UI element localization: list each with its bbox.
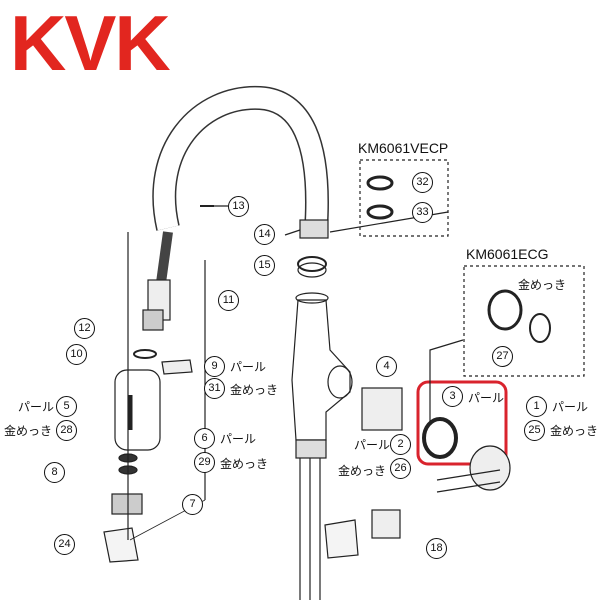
callout-5: 5 (56, 396, 77, 417)
callout-18: 18 (426, 538, 447, 559)
callout-33: 33 (412, 202, 433, 223)
label-pearl-6: パール (220, 432, 257, 446)
label-gold-31: 金めっき (230, 383, 279, 397)
faucet-body (291, 299, 351, 441)
callout-3: 3 (442, 386, 463, 407)
kit-title-ecg: KM6061ECG (466, 246, 549, 262)
label-gold-26: 金めっき (338, 464, 387, 478)
kit-box-ecg (463, 265, 585, 377)
callout-26: 26 (390, 458, 411, 479)
cartridge (361, 387, 403, 431)
callout-12: 12 (74, 318, 95, 339)
callout-25: 25 (524, 420, 545, 441)
label-gold-plating-ecg: 金めっき (518, 278, 567, 292)
label-gold-28: 金めっき (4, 424, 53, 438)
callout-2: 2 (390, 434, 411, 455)
callout-31: 31 (204, 378, 225, 399)
callout-29: 29 (194, 452, 215, 473)
callout-15: 15 (254, 255, 275, 276)
callout-28: 28 (56, 420, 77, 441)
label-pearl-5: パール (18, 400, 55, 414)
kit-title-vecp: KM6061VECP (358, 140, 449, 156)
callout-11: 11 (218, 290, 239, 311)
kit-box-vecp (359, 159, 449, 237)
callout-6: 6 (194, 428, 215, 449)
callout-32: 32 (412, 172, 433, 193)
label-pearl-1: パール (552, 400, 589, 414)
callout-7: 7 (182, 494, 203, 515)
label-gold-29: 金めっき (220, 457, 269, 471)
callout-8: 8 (44, 462, 65, 483)
callout-1: 1 (526, 396, 547, 417)
label-gold-25: 金めっき (550, 424, 599, 438)
highlight-box (416, 380, 508, 466)
callout-9: 9 (204, 356, 225, 377)
callout-24: 24 (54, 534, 75, 555)
callout-4: 4 (376, 356, 397, 377)
label-pearl-9: パール (230, 360, 267, 374)
callout-10: 10 (66, 344, 87, 365)
callout-14: 14 (254, 224, 275, 245)
callout-13: 13 (228, 196, 249, 217)
shower-head-body (114, 369, 161, 451)
callout-27: 27 (492, 346, 513, 367)
label-pearl-2: パール (354, 438, 391, 452)
kvk-logo: KVK (10, 0, 171, 87)
label-pearl-3: パール (468, 391, 505, 405)
